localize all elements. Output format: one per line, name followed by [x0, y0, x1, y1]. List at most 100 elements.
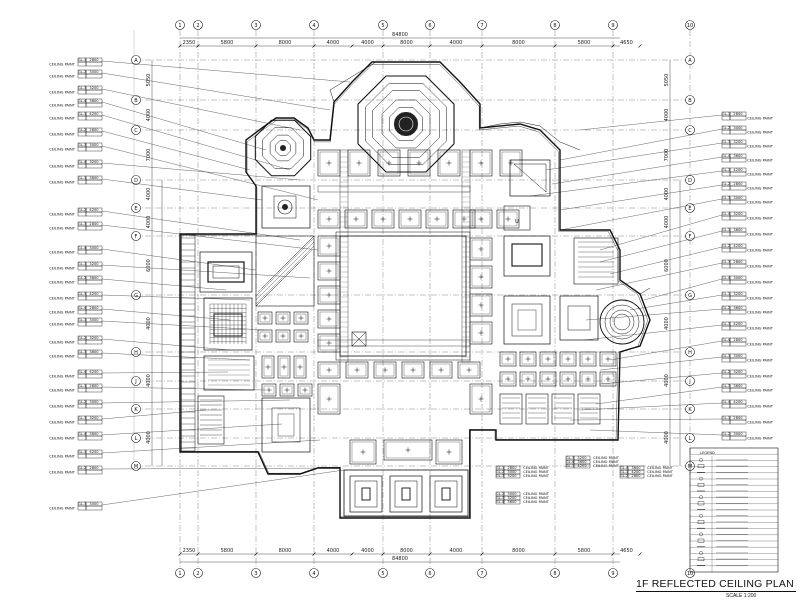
tag-cell: [77, 146, 87, 152]
tag-cell: [729, 247, 747, 253]
rotunda-ring: [389, 107, 423, 141]
dim-tick: [611, 552, 615, 556]
tag-code: GL-3: [722, 196, 730, 200]
right-dimension: 4000: [664, 431, 670, 444]
leader-line: [101, 278, 227, 291]
axis-label: C: [134, 128, 138, 134]
tag-height: 3200: [89, 416, 99, 420]
left-dimension: 7000: [146, 149, 152, 162]
tag-finish: CEILING PAINT: [747, 310, 774, 314]
leader-line: [599, 356, 723, 371]
axis-label: 3: [254, 23, 257, 29]
tag-cell: [729, 143, 747, 149]
tag-code: GL-4: [620, 466, 629, 470]
ceiling-panel-inner: [295, 331, 307, 341]
leader-line: [559, 198, 723, 231]
axis-label: 5: [381, 571, 384, 577]
ceiling-panel-inner: [581, 353, 595, 365]
tag-cell: [729, 341, 747, 347]
tag-height: 2800: [733, 260, 743, 264]
ceiling-panel: [579, 371, 597, 387]
tag-height: 4200: [733, 168, 743, 172]
top-dimension: 8000: [512, 40, 525, 46]
tag-cell: [77, 225, 87, 231]
exterior-wall-inner: [181, 64, 649, 518]
ceiling-panel-inner: [459, 363, 479, 377]
tag-cell: [85, 453, 103, 459]
tag-height: 4200: [631, 470, 641, 474]
ceiling-panel-inner: [501, 353, 515, 365]
tag-cell: [729, 157, 747, 163]
tag-code: GL-4: [78, 246, 87, 250]
axis-label: 5: [381, 23, 384, 29]
tag-height: 4200: [577, 464, 587, 468]
tag-cell: [721, 247, 731, 253]
axis-bubble: [131, 404, 141, 414]
lower-left-room: [261, 397, 311, 453]
tag-cell: [77, 102, 87, 108]
entrance-light: [361, 487, 371, 501]
top-dimension: 2350: [183, 40, 196, 46]
ceiling-panel: [519, 351, 537, 367]
tag-code: GL-1: [566, 464, 574, 468]
legend-symbol: [699, 532, 703, 537]
ceiling-panel-inner: [299, 385, 311, 395]
tag-finish: CEILING PAINT: [647, 470, 674, 474]
tag-code: GL-1: [722, 416, 730, 420]
tag-finish: CEILING PAINT: [49, 226, 76, 230]
tag-finish: CEILING PAINT: [647, 474, 674, 478]
axis-label: E: [688, 206, 691, 212]
tag-code: GL-3: [722, 384, 730, 388]
ceiling-panel: [349, 439, 377, 465]
ceiling-panel: [277, 355, 291, 379]
tag-cell: [85, 265, 103, 271]
leader-line: [101, 114, 291, 171]
tag-code: GL-4: [78, 306, 87, 310]
axis-label: H: [688, 350, 692, 356]
tag-finish: CEILING PAINT: [747, 420, 774, 424]
ceiling-panel-inner: [471, 267, 491, 287]
tag-finish: CEILING PAINT: [49, 310, 76, 314]
tag-cell: [85, 225, 103, 231]
ceiling-panel-inner: [601, 353, 615, 365]
ceiling-panel-inner: [471, 323, 491, 343]
axis-bubble: [131, 203, 141, 213]
tag-code: GL-2: [722, 306, 730, 310]
tag-cell: [721, 115, 731, 121]
leader-line: [599, 214, 723, 251]
round-room-ring: [599, 299, 645, 345]
tag-height: 3200: [733, 140, 743, 144]
ceiling-panel: [496, 209, 520, 229]
tag-cell: [77, 295, 87, 301]
ceiling-panel: [383, 439, 433, 461]
tag-finish: CEILING PAINT: [523, 474, 550, 478]
top-dimension: 4000: [327, 40, 340, 46]
axis-label: B: [134, 98, 138, 104]
dim-tick: [178, 552, 182, 556]
leader-line: [101, 210, 301, 241]
dim-tick: [611, 44, 615, 48]
tag-finish: CEILING PAINT: [747, 280, 774, 284]
tower-ring: [269, 134, 297, 162]
tag-height: 3200: [577, 456, 587, 460]
tag-height: 3600: [733, 154, 743, 158]
tag-finish: CEILING PAINT: [49, 62, 76, 66]
tag-cell: [729, 171, 747, 177]
right-dimension: 7000: [664, 149, 670, 162]
leader-line: [599, 230, 723, 263]
tag-cell: [77, 339, 87, 345]
ceiling-panel: [401, 361, 425, 379]
hatched-lobby: [255, 235, 315, 307]
ceiling-panel-inner: [281, 385, 293, 395]
ceiling-panel-inner: [561, 373, 575, 385]
axis-bubble: [193, 568, 203, 578]
tag-cell: [729, 279, 747, 285]
tag-cell: [721, 263, 731, 269]
tag-code: GL-4: [566, 460, 575, 464]
tag-finish: CEILING PAINT: [49, 470, 76, 474]
